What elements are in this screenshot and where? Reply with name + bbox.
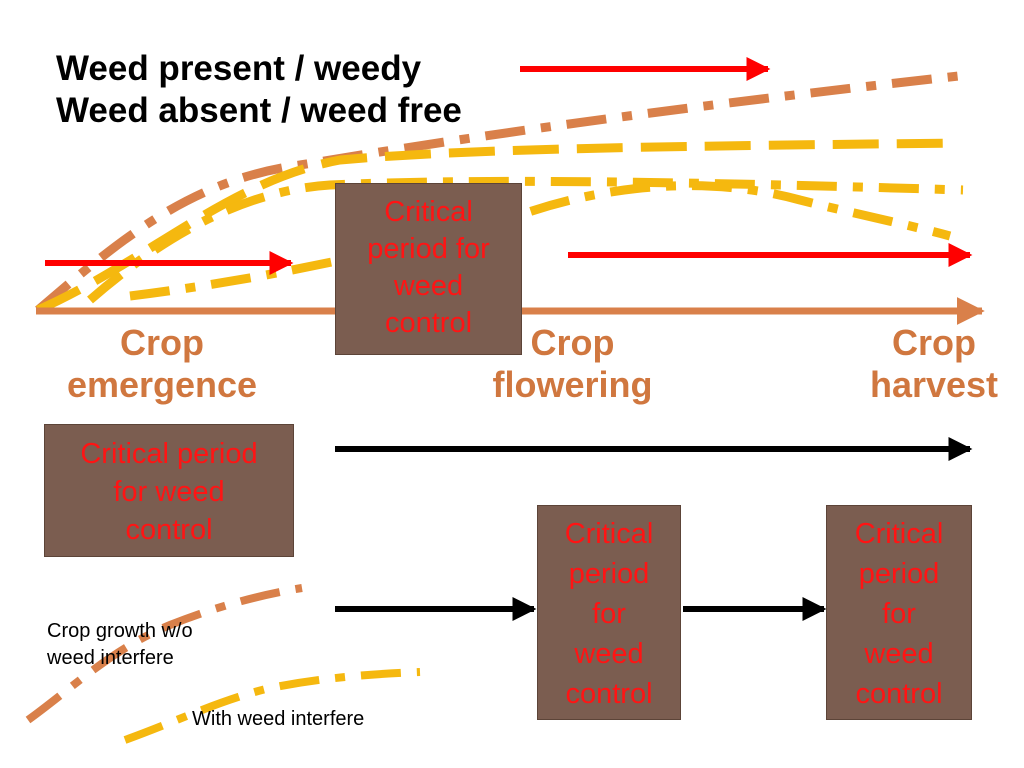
- legend-weedy-label: Weed present / weedy: [56, 49, 422, 88]
- legend-curve-with-interference: [123, 668, 421, 744]
- weed-free-dashed-curve: [36, 138, 961, 315]
- weedy-dash-dot-curve: [87, 176, 964, 304]
- critical-period-box-middle: Critical period for weed control: [44, 424, 294, 557]
- stage-label-emergence: Crop emergence: [66, 322, 258, 405]
- critical-period-box-bottom-2: Critical period for weed control: [826, 505, 972, 720]
- caption-with-weed-interference: With weed interfere: [192, 708, 365, 730]
- legend-curve-no-interference: [25, 584, 303, 724]
- critical-period-box-bottom-1: Critical period for weed control: [537, 505, 681, 720]
- stage-label-harvest: Crop harvest: [869, 322, 999, 405]
- weedy-declining-curve: [129, 181, 952, 301]
- stage-label-flowering: Crop flowering: [492, 322, 653, 405]
- critical-period-box-top: Critical period for weed control: [335, 183, 522, 355]
- legend-weed-free-label: Weed absent / weed free: [56, 91, 462, 130]
- caption-crop-growth-without-interference: Crop growth w/o weed interfere: [47, 620, 193, 669]
